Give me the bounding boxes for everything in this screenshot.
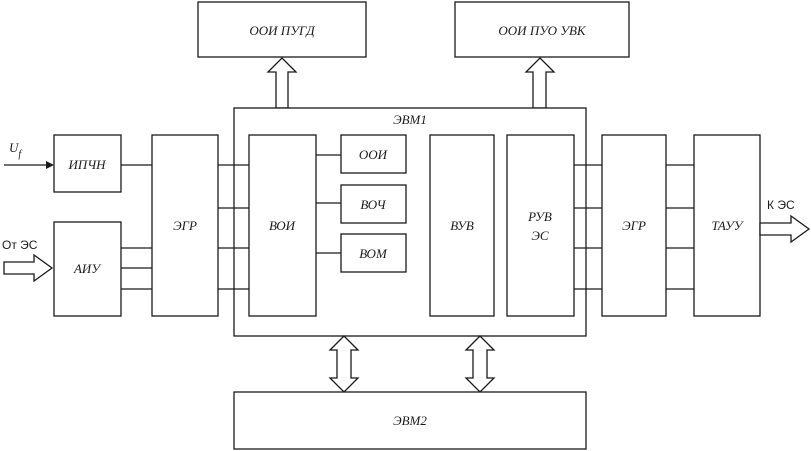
aiu-label: АИУ: [73, 261, 102, 276]
ruv-es-block: РУВ ЭС: [506, 134, 575, 317]
ipchn-block: ИПЧН: [53, 134, 122, 193]
ooi-block: ООИ: [340, 134, 407, 174]
voi-label: ВОИ: [269, 218, 296, 233]
vuv-block: ВУВ: [429, 134, 495, 317]
from-es-label: От ЭС: [2, 238, 38, 252]
bidirectional-arrow-right: [464, 335, 496, 393]
arrow-from-es: [3, 253, 54, 283]
ruv-es-label-line2: ЭС: [531, 228, 549, 243]
ooi-puo-uvk-block: ООИ ПУО УВК: [454, 1, 630, 58]
aiu-block: АИУ: [53, 221, 122, 317]
from-es-signal: От ЭС: [2, 238, 54, 283]
ooi-label: ООИ: [359, 147, 388, 162]
to-es-signal: К ЭС: [759, 198, 811, 244]
egr-left-label: ЭГР: [173, 218, 197, 233]
evm2-block: ЭВМ2: [233, 391, 587, 450]
vom-label: ВОМ: [359, 246, 388, 261]
voch-label: ВОЧ: [360, 197, 386, 212]
ruv-es-label-line1: РУВ: [527, 209, 552, 224]
uf-input-signal: Uf: [4, 140, 54, 169]
voch-block: ВОЧ: [340, 184, 407, 224]
tauu-block: ТАУУ: [693, 134, 761, 317]
tauu-label: ТАУУ: [711, 218, 744, 233]
voi-block: ВОИ: [248, 134, 317, 317]
vuv-label: ВУВ: [450, 218, 474, 233]
egr-left-block: ЭГР: [151, 134, 219, 317]
ooi-pugd-block: ООИ ПУГД: [197, 1, 367, 58]
arrow-to-es: [759, 214, 811, 244]
uf-label: Uf: [9, 140, 22, 160]
vom-block: ВОМ: [340, 233, 407, 273]
evm1-label: ЭВМ1: [393, 112, 427, 127]
to-es-label: К ЭС: [767, 198, 795, 212]
ooi-pugd-label: ООИ ПУГД: [249, 23, 315, 38]
arrow-up-to-ooi-pugd: [266, 57, 298, 109]
ooi-puo-uvk-label: ООИ ПУО УВК: [498, 23, 587, 38]
bidirectional-arrow-left: [328, 335, 360, 393]
arrow-up-to-ooi-puo-uvk: [524, 57, 556, 109]
ipchn-label: ИПЧН: [67, 157, 106, 172]
evm2-label: ЭВМ2: [393, 413, 427, 428]
egr-right-label: ЭГР: [622, 218, 646, 233]
egr-right-block: ЭГР: [601, 134, 667, 317]
uf-arrowhead: [46, 161, 54, 169]
